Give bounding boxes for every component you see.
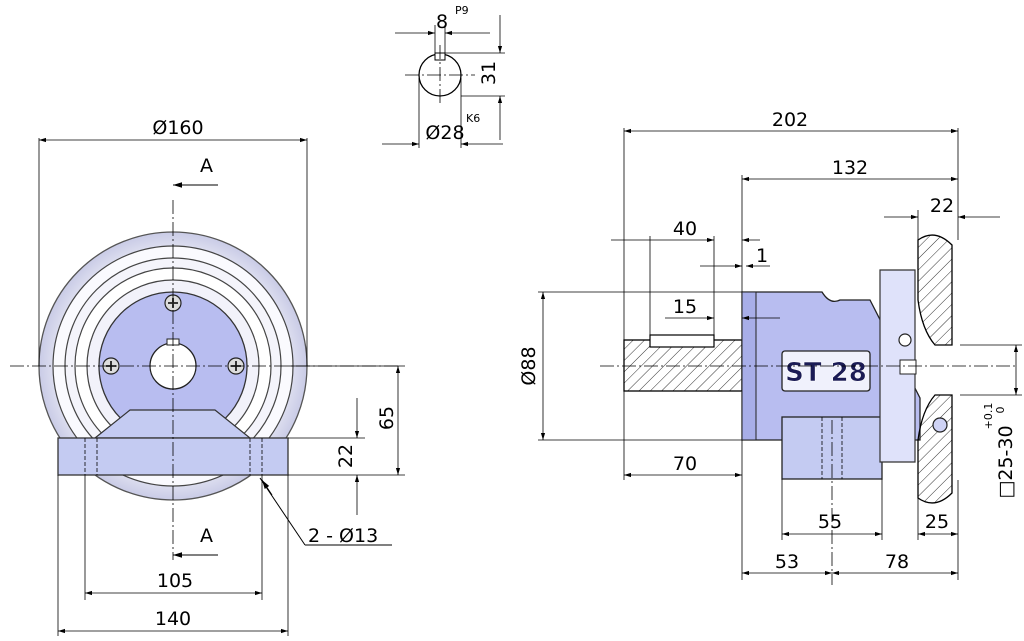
dim-key-width: 8 bbox=[436, 11, 448, 33]
dim-height-31: 31 bbox=[478, 61, 500, 85]
key bbox=[649, 334, 715, 348]
dim-70: 70 bbox=[673, 453, 697, 475]
dim-53: 53 bbox=[775, 551, 799, 573]
dim-25: 25 bbox=[925, 511, 949, 533]
dim-40: 40 bbox=[673, 218, 697, 240]
label-plate bbox=[781, 350, 871, 392]
dim-65: 65 bbox=[376, 406, 398, 430]
dim-22-side: 22 bbox=[930, 195, 954, 217]
shaft-detail: 8 P9 31 Ø28 K6 bbox=[382, 4, 505, 148]
handwheel-section-bottom bbox=[917, 394, 953, 504]
dim-132: 132 bbox=[832, 157, 868, 179]
dim-78: 78 bbox=[885, 551, 909, 573]
tol-p9: P9 bbox=[455, 4, 469, 17]
dim-55: 55 bbox=[818, 511, 842, 533]
front-view: Ø160 A A 65 22 2 - Ø13 105 140 bbox=[10, 117, 405, 636]
section-mark-bottom: A bbox=[200, 525, 213, 547]
dim-1: 1 bbox=[756, 245, 768, 267]
handwheel-section-top bbox=[917, 234, 953, 346]
shaft-section bbox=[623, 339, 743, 392]
dim-105: 105 bbox=[157, 570, 193, 592]
dim-holes: 2 - Ø13 bbox=[308, 525, 378, 547]
dim-15: 15 bbox=[673, 296, 697, 318]
label-st28: ST 28 bbox=[785, 358, 867, 388]
dim-shaft-dia: Ø28 bbox=[425, 122, 464, 144]
tol-lower: 0 bbox=[994, 407, 1007, 414]
tol-upper: +0.1 bbox=[982, 403, 995, 430]
dim-202: 202 bbox=[772, 109, 808, 131]
tol-k6: K6 bbox=[466, 112, 480, 125]
dim-dia-88: Ø88 bbox=[518, 346, 540, 385]
section-mark-top: A bbox=[200, 155, 213, 177]
side-view: ST 28 202 132 22 40 bbox=[518, 109, 1022, 585]
dim-square-range: □25-30 bbox=[995, 425, 1017, 498]
dim-140: 140 bbox=[155, 608, 191, 630]
dim-22-front: 22 bbox=[335, 444, 357, 468]
dim-dia-160: Ø160 bbox=[152, 117, 203, 139]
screw-icon bbox=[164, 294, 182, 312]
